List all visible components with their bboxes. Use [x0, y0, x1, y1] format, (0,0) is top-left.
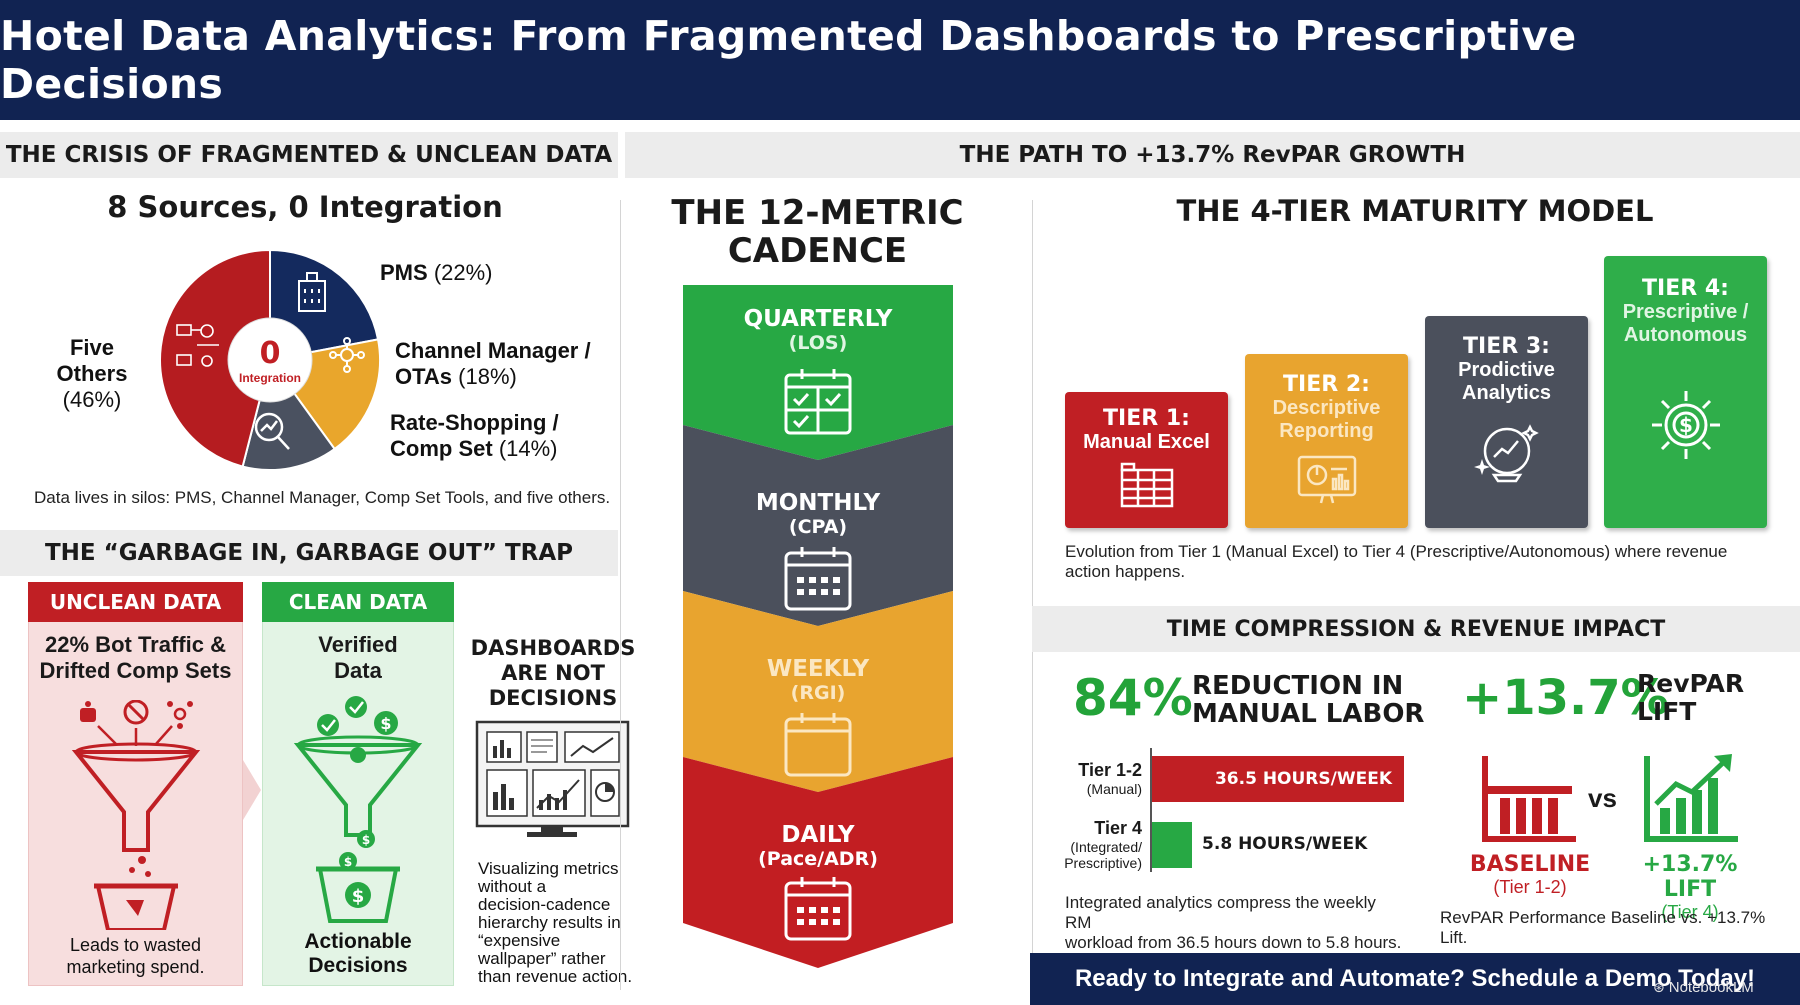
unclean-data-desc: 22% Bot Traffic &Drifted Comp Sets: [39, 632, 232, 683]
bar-axis-line: [1150, 748, 1152, 872]
calendar-icon-weekly: [784, 713, 852, 777]
pie-label-pms: PMS (22%): [380, 260, 493, 285]
revpar-caption: RevPAR Performance Baseline vs. +13.7% L…: [1440, 908, 1766, 947]
page-title: Hotel Data Analytics: From Fragmented Da…: [0, 12, 1577, 108]
maturity-title: THE 4-TIER MATURITY MODEL: [1176, 194, 1654, 228]
cadence-quarterly-label: QUARTERLY (LOS): [743, 306, 893, 354]
dashboard-monitor-icon: [475, 720, 630, 837]
tier-2-card: TIER 2: Descriptive Reporting: [1245, 354, 1408, 528]
pie-label-channel: Channel Manager /OTAs (18%): [395, 338, 591, 389]
calendar-grid-dots: [797, 577, 840, 925]
svg-text:$: $: [380, 714, 391, 733]
svg-text:$: $: [1679, 413, 1693, 437]
svg-text:$: $: [362, 833, 370, 847]
svg-text:$: $: [344, 855, 352, 869]
svg-text:$: $: [352, 886, 365, 907]
gear-dollar-icon: $: [1651, 391, 1720, 459]
pie-slice-five-others: [159, 248, 271, 468]
crisis-title: 8 Sources, 0 Integration: [107, 190, 503, 224]
unclean-funnel-icon: [71, 700, 201, 930]
chevron-weekly: [683, 591, 953, 792]
devices-icon: [176, 324, 219, 367]
bar-manual-value: 36.5 HOURS/WEEK: [1214, 769, 1392, 789]
vs-label: vs: [1588, 783, 1617, 813]
path-band: THE PATH TO +13.7% RevPAR GROWTH: [625, 132, 1800, 178]
notebooklm-watermark: ⊛NotebookLM: [1653, 979, 1754, 996]
tier-1-card: TIER 1: Manual Excel: [1065, 392, 1228, 528]
impact-band: TIME COMPRESSION & REVENUE IMPACT: [1032, 606, 1800, 652]
clean-data-card: [262, 582, 454, 986]
divider-left: [620, 200, 621, 990]
labor-caption: Integrated analytics compress the weekly…: [1065, 893, 1402, 952]
crisis-caption: Data lives in silos: PMS, Channel Manage…: [34, 488, 611, 507]
cta-text[interactable]: Ready to Integrate and Automate? Schedul…: [1074, 965, 1756, 992]
pie-label-others: Five Others(46%): [56, 335, 128, 412]
arrow-right-icon: [243, 760, 261, 820]
pie-center-circle: [227, 317, 313, 403]
magnifier-chart-icon: [254, 412, 290, 450]
cadence-chevron-stack: [683, 285, 953, 968]
garbage-band: THE “GARBAGE IN, GARBAGE OUT” TRAP: [0, 530, 618, 576]
chevron-daily: [683, 757, 953, 968]
maturity-caption: Evolution from Tier 1 (Manual Excel) to …: [1065, 542, 1728, 581]
unclean-data-heading: UNCLEAN DATA: [28, 582, 243, 622]
unclean-data-card: [28, 582, 243, 986]
notebooklm-logo-icon: ⊛: [1653, 979, 1665, 995]
bar-integrated-value: 5.8 HOURS/WEEK: [1202, 834, 1368, 854]
lift-growth-icon: [1644, 754, 1738, 842]
bar2-axis-label: Tier 4 (Integrated/ Prescriptive): [1064, 818, 1142, 871]
pie-center-value: 0: [260, 336, 281, 371]
chevron-quarterly: [683, 285, 953, 460]
bar-integrated-hours: [1152, 822, 1193, 868]
cadence-weekly-label: WEEKLY (RGI): [766, 656, 870, 704]
report-chart-icon: [1297, 455, 1356, 504]
calendar-icon-monthly: [784, 547, 852, 611]
lift-label: +13.7% LIFT (Tier 4): [1642, 852, 1738, 922]
tier-4-card: TIER 4: Prescriptive / Autonomous $: [1604, 256, 1767, 528]
bar-manual-hours: 36.5 HOURS/WEEK: [1152, 756, 1404, 802]
labor-reduction-pct: 84%: [1073, 669, 1193, 727]
divider-right: [1032, 200, 1033, 960]
bar1-axis-label: Tier 1-2 (Manual): [1078, 760, 1142, 797]
tier-3-card: TIER 3: Prodictive Analytics: [1425, 316, 1588, 528]
cta-banner[interactable]: Ready to Integrate and Automate? Schedul…: [1030, 953, 1800, 1005]
chevron-monthly: [683, 425, 953, 626]
baseline-label: BASELINE (Tier 1-2): [1469, 852, 1591, 897]
crystal-ball-icon: [1473, 424, 1539, 483]
header-banner: Hotel Data Analytics: From Fragmented Da…: [0, 0, 1800, 120]
clean-funnel-icon: $ $ $ $: [293, 696, 423, 923]
pie-center-label: Integration: [239, 371, 301, 385]
cadence-daily-label: DAILY (Pace/ADR): [758, 822, 878, 870]
revpar-lift-pct: +13.7%: [1462, 670, 1669, 726]
crisis-band: THE CRISIS OF FRAGMENTED & UNCLEAN DATA: [0, 132, 618, 178]
network-icon: [329, 337, 365, 373]
calendar-icon-daily: [784, 877, 852, 941]
baseline-bar-icon: [1482, 756, 1576, 842]
clean-data-heading: CLEAN DATA: [262, 582, 454, 622]
calendar-check-icon: [784, 369, 852, 435]
building-icon: [298, 272, 326, 312]
cadence-monthly-label: MONTHLY (CPA): [755, 490, 881, 538]
spreadsheet-icon: [1120, 462, 1173, 508]
sources-pie-chart: 0 Integration: [159, 248, 381, 471]
pie-label-compset: Rate-Shopping /Comp Set (14%): [390, 410, 559, 461]
